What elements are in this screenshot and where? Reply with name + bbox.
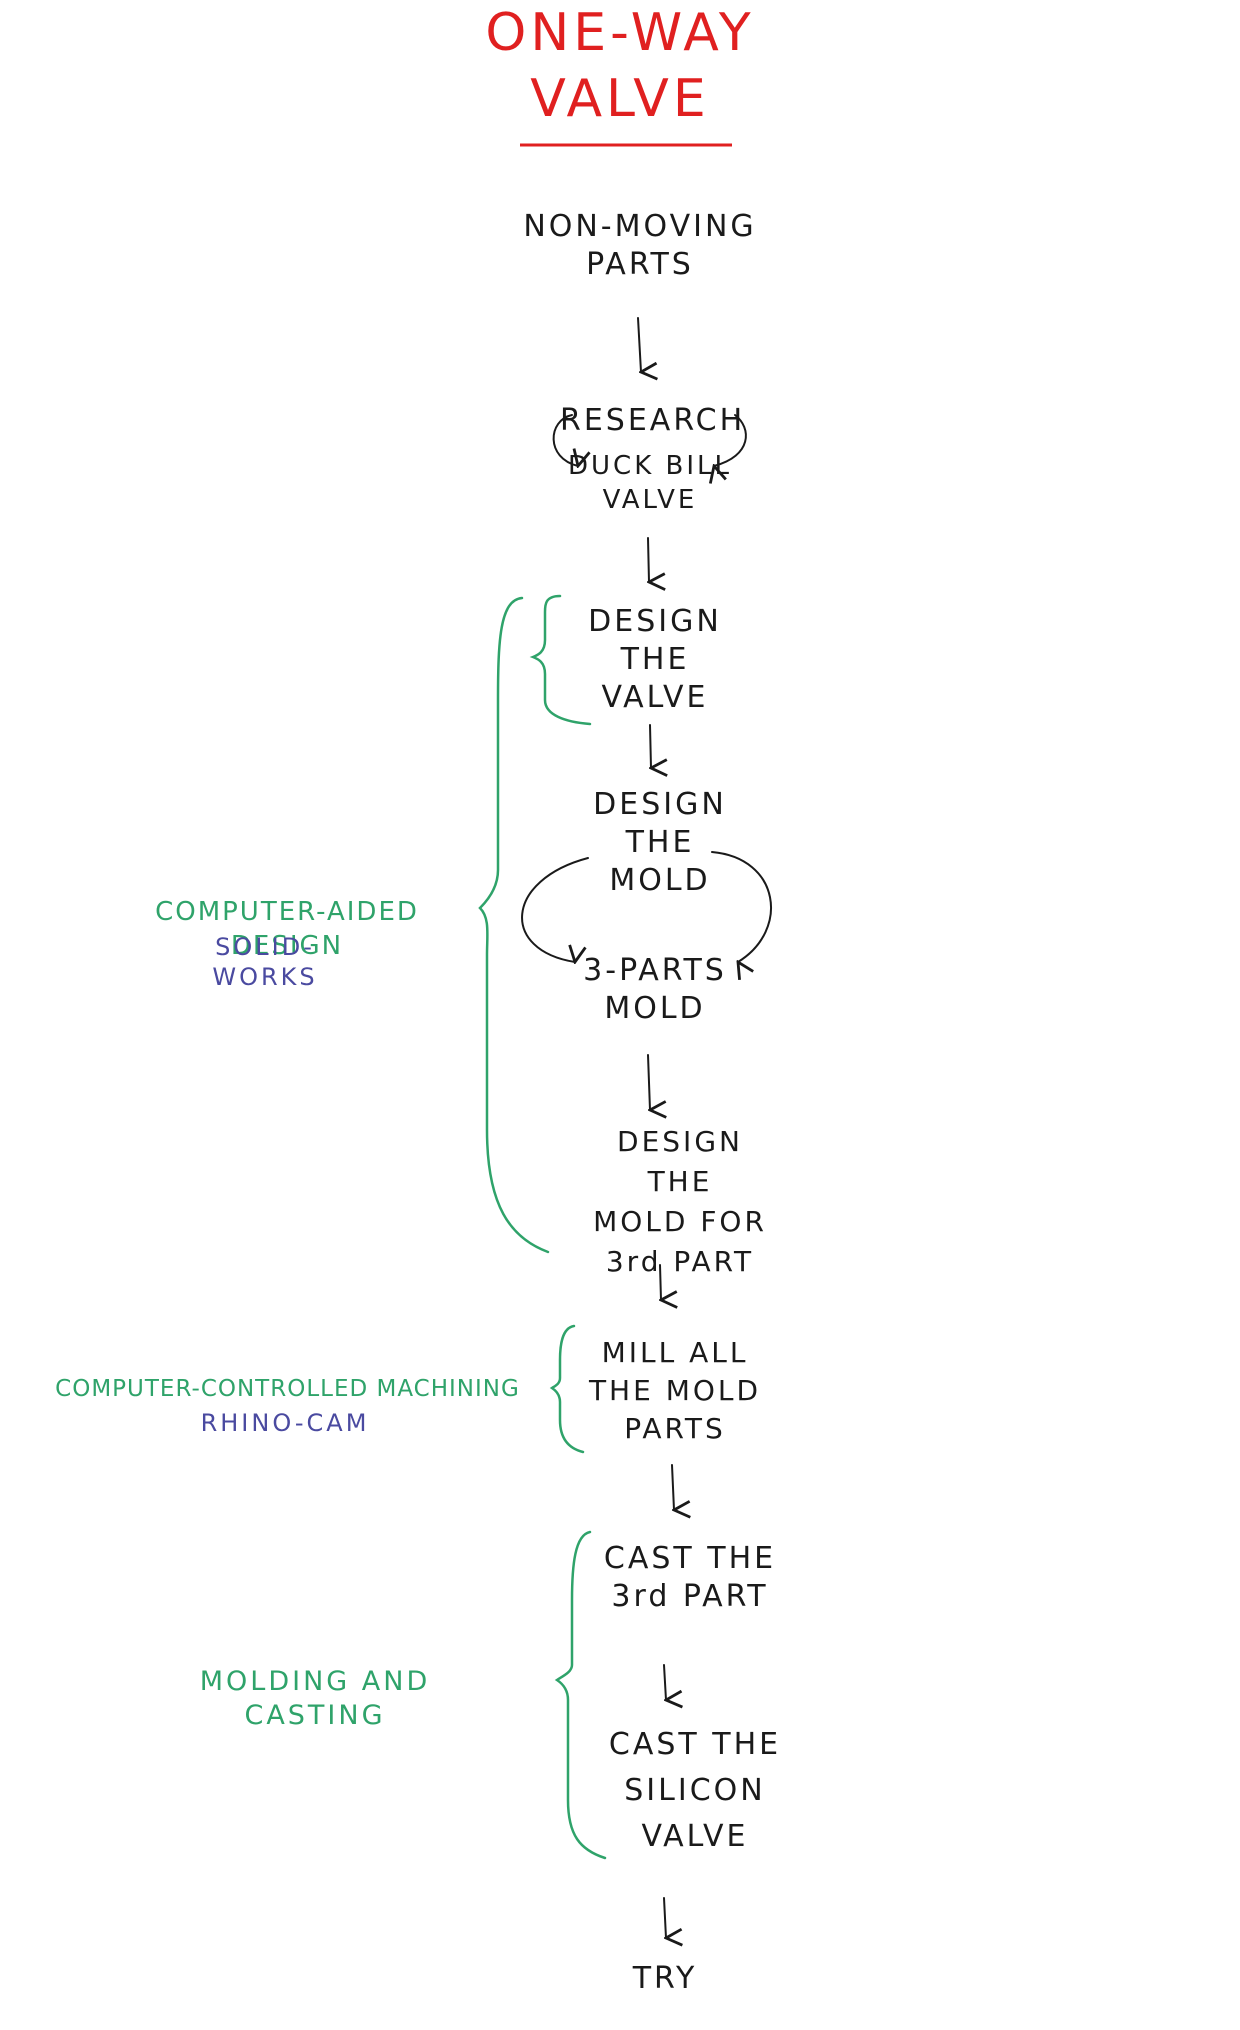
mold-cycle-arrow-right xyxy=(711,851,772,962)
step-duck-bill-valve: DUCK BILL VALVE xyxy=(568,451,732,515)
flow-arrow xyxy=(671,1464,674,1510)
brace-molding xyxy=(554,1530,607,1860)
brace-cnc xyxy=(549,1324,585,1454)
flow-arrow xyxy=(663,1664,666,1700)
step-design-the-mold: DESIGN THE MOLD xyxy=(593,787,727,898)
tool-label-rhinocam: RHINO-CAM xyxy=(200,1409,370,1437)
group-label-cnc: COMPUTER-CONTROLLED MACHINING xyxy=(55,1376,520,1402)
research-cycle-arrow-right xyxy=(714,414,747,466)
step-design-the-valve: DESIGN THE VALVE xyxy=(588,604,722,715)
group-label-cad: COMPUTER-AIDED DESIGN xyxy=(155,897,419,961)
flow-arrow xyxy=(648,537,649,582)
flow-arrow xyxy=(663,1897,666,1938)
step-design-mold-third-part: DESIGN THE MOLD FOR 3rd PART xyxy=(593,1125,767,1278)
step-mill-mold-parts: MILL ALL THE MOLD PARTS xyxy=(588,1336,762,1445)
flow-arrow xyxy=(650,724,651,768)
mold-cycle-arrow-left xyxy=(521,857,589,962)
step-cast-third-part: CAST THE 3rd PART xyxy=(603,1541,777,1614)
brace-design-valve xyxy=(529,594,592,726)
step-non-moving-parts: NON-MOVING PARTS xyxy=(523,209,757,282)
step-try: TRY xyxy=(632,1961,698,1996)
step-cast-silicon-valve: CAST THE SILICON VALVE xyxy=(608,1727,782,1854)
flow-arrow xyxy=(637,317,641,372)
flow-arrow xyxy=(647,1054,650,1110)
brace-cad xyxy=(478,596,550,1254)
step-research: RESEARCH xyxy=(560,403,746,438)
tool-label-solidworks: SOLID-WORKS xyxy=(212,933,318,991)
group-label-molding: MOLDING AND CASTING xyxy=(199,1666,431,1731)
diagram-title: ONE-WAY VALVE xyxy=(485,3,755,129)
flow-arrow xyxy=(660,1264,661,1300)
research-cycle-arrow-left xyxy=(552,414,578,466)
step-three-parts-mold: 3-PARTS MOLD xyxy=(583,953,727,1026)
